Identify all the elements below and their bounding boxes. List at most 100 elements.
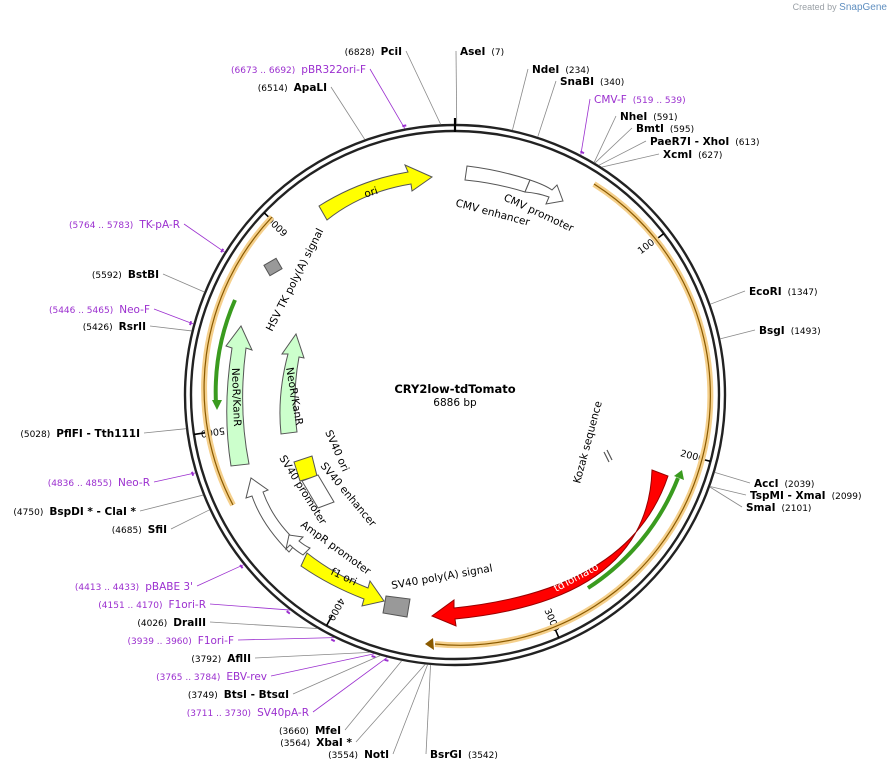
site-label-ebv-rev[interactable]: (3765 .. 3784)EBV-rev: [156, 671, 267, 683]
sv40-enhancer-box: [301, 474, 335, 509]
site-leader-bspdi-clai-: [139, 494, 204, 512]
sv40-promoter-arrow: [245, 477, 298, 553]
site-pre: (4750): [13, 508, 43, 518]
site-name: XcmI: [663, 149, 692, 161]
site-post: (519 .. 539): [633, 96, 686, 106]
neor-kanr-arrow-inner: [279, 332, 305, 435]
site-name: pBABE 3': [145, 581, 193, 593]
tdtomato-arrow: [430, 469, 669, 627]
site-pre: (4151 .. 4170): [98, 601, 162, 611]
site-label-noti[interactable]: (3554)NotI: [328, 749, 389, 761]
site-label-smai[interactable]: SmaI(2101): [746, 502, 811, 514]
site-label-ecori[interactable]: EcoRI(1347): [749, 286, 818, 298]
hsv-tk-polya-box: [263, 257, 283, 277]
site-label-pflfi-tth111i[interactable]: (5028) PflFI - Tth111I: [20, 428, 140, 440]
site-label-pbabe-3-[interactable]: (4413 .. 4433)pBABE 3': [75, 581, 193, 593]
site-label-f1ori-f[interactable]: (3939 .. 3960)F1ori-F: [128, 635, 235, 647]
site-label-xcmi[interactable]: XcmI(627): [663, 149, 722, 161]
site-pre: (3749): [188, 691, 218, 701]
site-name: NotI: [364, 749, 389, 761]
site-label-pbr322ori-f[interactable]: (6673 .. 6692)pBR322ori-F: [231, 64, 366, 76]
site-label-cmv-f[interactable]: CMV-F(519 .. 539): [594, 94, 686, 106]
site-label-sfii[interactable]: (4685)SfiI: [112, 524, 167, 536]
site-label-paer7i-xhoi[interactable]: PaeR7I - XhoI(613): [650, 136, 759, 148]
site-post: (595): [670, 125, 694, 135]
feature-label-sv40-polya: SV40 poly(A) signal: [390, 562, 493, 592]
primer-mark: [384, 658, 389, 662]
site-leader-ecori: [710, 290, 746, 305]
neor-kanr-arrow-outer: [225, 325, 253, 467]
site-name: SnaBI: [560, 76, 594, 88]
site-name: NdeI: [532, 64, 559, 76]
site-leader-noti: [392, 664, 428, 755]
feature-label-neor-kanr-outer: NeoR/KanR: [229, 368, 243, 427]
site-label-btsi-bts-i[interactable]: (3749) BtsI - BtsαI: [188, 689, 289, 701]
site-label-aflii[interactable]: (3792)AflII: [191, 653, 251, 665]
site-leader-mfei: [344, 660, 403, 731]
site-name: BspDI * - ClaI *: [49, 506, 136, 518]
site-label-neo-r[interactable]: (4836 .. 4855)Neo-R: [48, 477, 150, 489]
snapgene-credit: Created by SnapGene: [793, 2, 887, 13]
site-pre: (3711 .. 3730): [187, 709, 251, 719]
site-leader-neo-r: [153, 472, 196, 483]
site-name: BtsI - BtsαI: [224, 689, 289, 701]
site-post: (591): [653, 113, 677, 123]
site-name: PflFI - Tth111I: [56, 428, 140, 440]
site-pre: (6673 .. 6692): [231, 66, 295, 76]
site-label-rsrii[interactable]: (5426)RsrII: [83, 321, 146, 333]
site-label-tk-pa-r[interactable]: (5764 .. 5783)TK-pA-R: [69, 219, 180, 231]
site-leader-bsgi: [720, 329, 756, 340]
site-name: PciI: [381, 46, 402, 58]
tick-label-4000: 4000: [325, 596, 346, 622]
site-label-asei[interactable]: AseI(7): [460, 46, 504, 58]
site-name: SmaI: [746, 502, 776, 514]
site-label-bspdi-clai-[interactable]: (4750) BspDI * - ClaI *: [13, 506, 136, 518]
site-label-draiii[interactable]: (4026)DraIII: [137, 617, 206, 629]
site-label-neo-f[interactable]: (5446 .. 5465)Neo-F: [49, 304, 150, 316]
site-name: EBV-rev: [226, 671, 267, 683]
site-pre: (6514): [258, 84, 288, 94]
site-label-nhei[interactable]: NheI(591): [620, 111, 678, 123]
site-leader-pflfi-tth111i: [143, 428, 187, 434]
feature-label-hsv-tk-polya: HSV TK poly(A) signal: [264, 227, 326, 334]
site-label-sv40pa-r[interactable]: (3711 .. 3730)SV40pA-R: [187, 707, 309, 719]
site-label-mfei[interactable]: (3660) MfeI: [279, 725, 341, 737]
primer-mark: [191, 471, 195, 476]
restriction-sites: (6828) PciI AseI(7) NdeI(234)SnaBI(340) (667…: [13, 46, 861, 761]
primer-mark: [189, 321, 193, 326]
site-label-ndei[interactable]: NdeI(234): [532, 64, 590, 76]
site-pre: (3660): [279, 727, 309, 737]
site-label-snabi[interactable]: SnaBI(340): [560, 76, 624, 88]
tick-mark-5000: [193, 431, 206, 436]
site-label-acci[interactable]: AccI(2039): [754, 478, 814, 490]
site-pre: (6828): [345, 48, 375, 58]
site-name: MfeI: [315, 725, 341, 737]
site-label-bmti[interactable]: BmtI(595): [636, 123, 694, 135]
snapgene-logo-text: SnapGene: [839, 2, 887, 13]
sv40-polya-box: [382, 595, 411, 618]
site-leader-sv40pa-r: [312, 657, 388, 713]
primer-mark: [220, 248, 225, 253]
site-pre: (3792): [191, 655, 221, 665]
site-label-xbai-[interactable]: (3564)XbaI *: [280, 737, 352, 749]
site-name: DraIII: [173, 617, 206, 629]
site-label-apali[interactable]: (6514)ApaLI: [258, 82, 327, 94]
site-pre: (5446 .. 5465): [49, 306, 113, 316]
site-label-bsrgi[interactable]: BsrGI(3542): [430, 749, 498, 761]
primer-mark: [402, 124, 407, 128]
site-label-bstbi[interactable]: (5592)BstBI: [92, 269, 159, 281]
site-leader-xcmi: [601, 153, 660, 168]
site-pre: (5028): [20, 430, 50, 440]
site-label-pcii[interactable]: (6828) PciI: [345, 46, 402, 58]
site-post: (1493): [791, 327, 821, 337]
site-label-f1ori-r[interactable]: (4151 .. 4170)F1ori-R: [98, 599, 206, 611]
site-post: (7): [491, 48, 504, 58]
site-leader-tk-pa-r: [183, 223, 225, 253]
f1-ori-arrow: [300, 552, 385, 607]
site-name: RsrII: [119, 321, 146, 333]
site-label-tspmi-xmai[interactable]: TspMI - XmaI(2099): [750, 490, 862, 502]
site-leader-pbr322ori-f: [369, 68, 406, 129]
site-label-bsgi[interactable]: BsgI(1493): [759, 325, 821, 337]
primer-mark: [239, 564, 244, 569]
site-post: (2039): [784, 480, 814, 490]
